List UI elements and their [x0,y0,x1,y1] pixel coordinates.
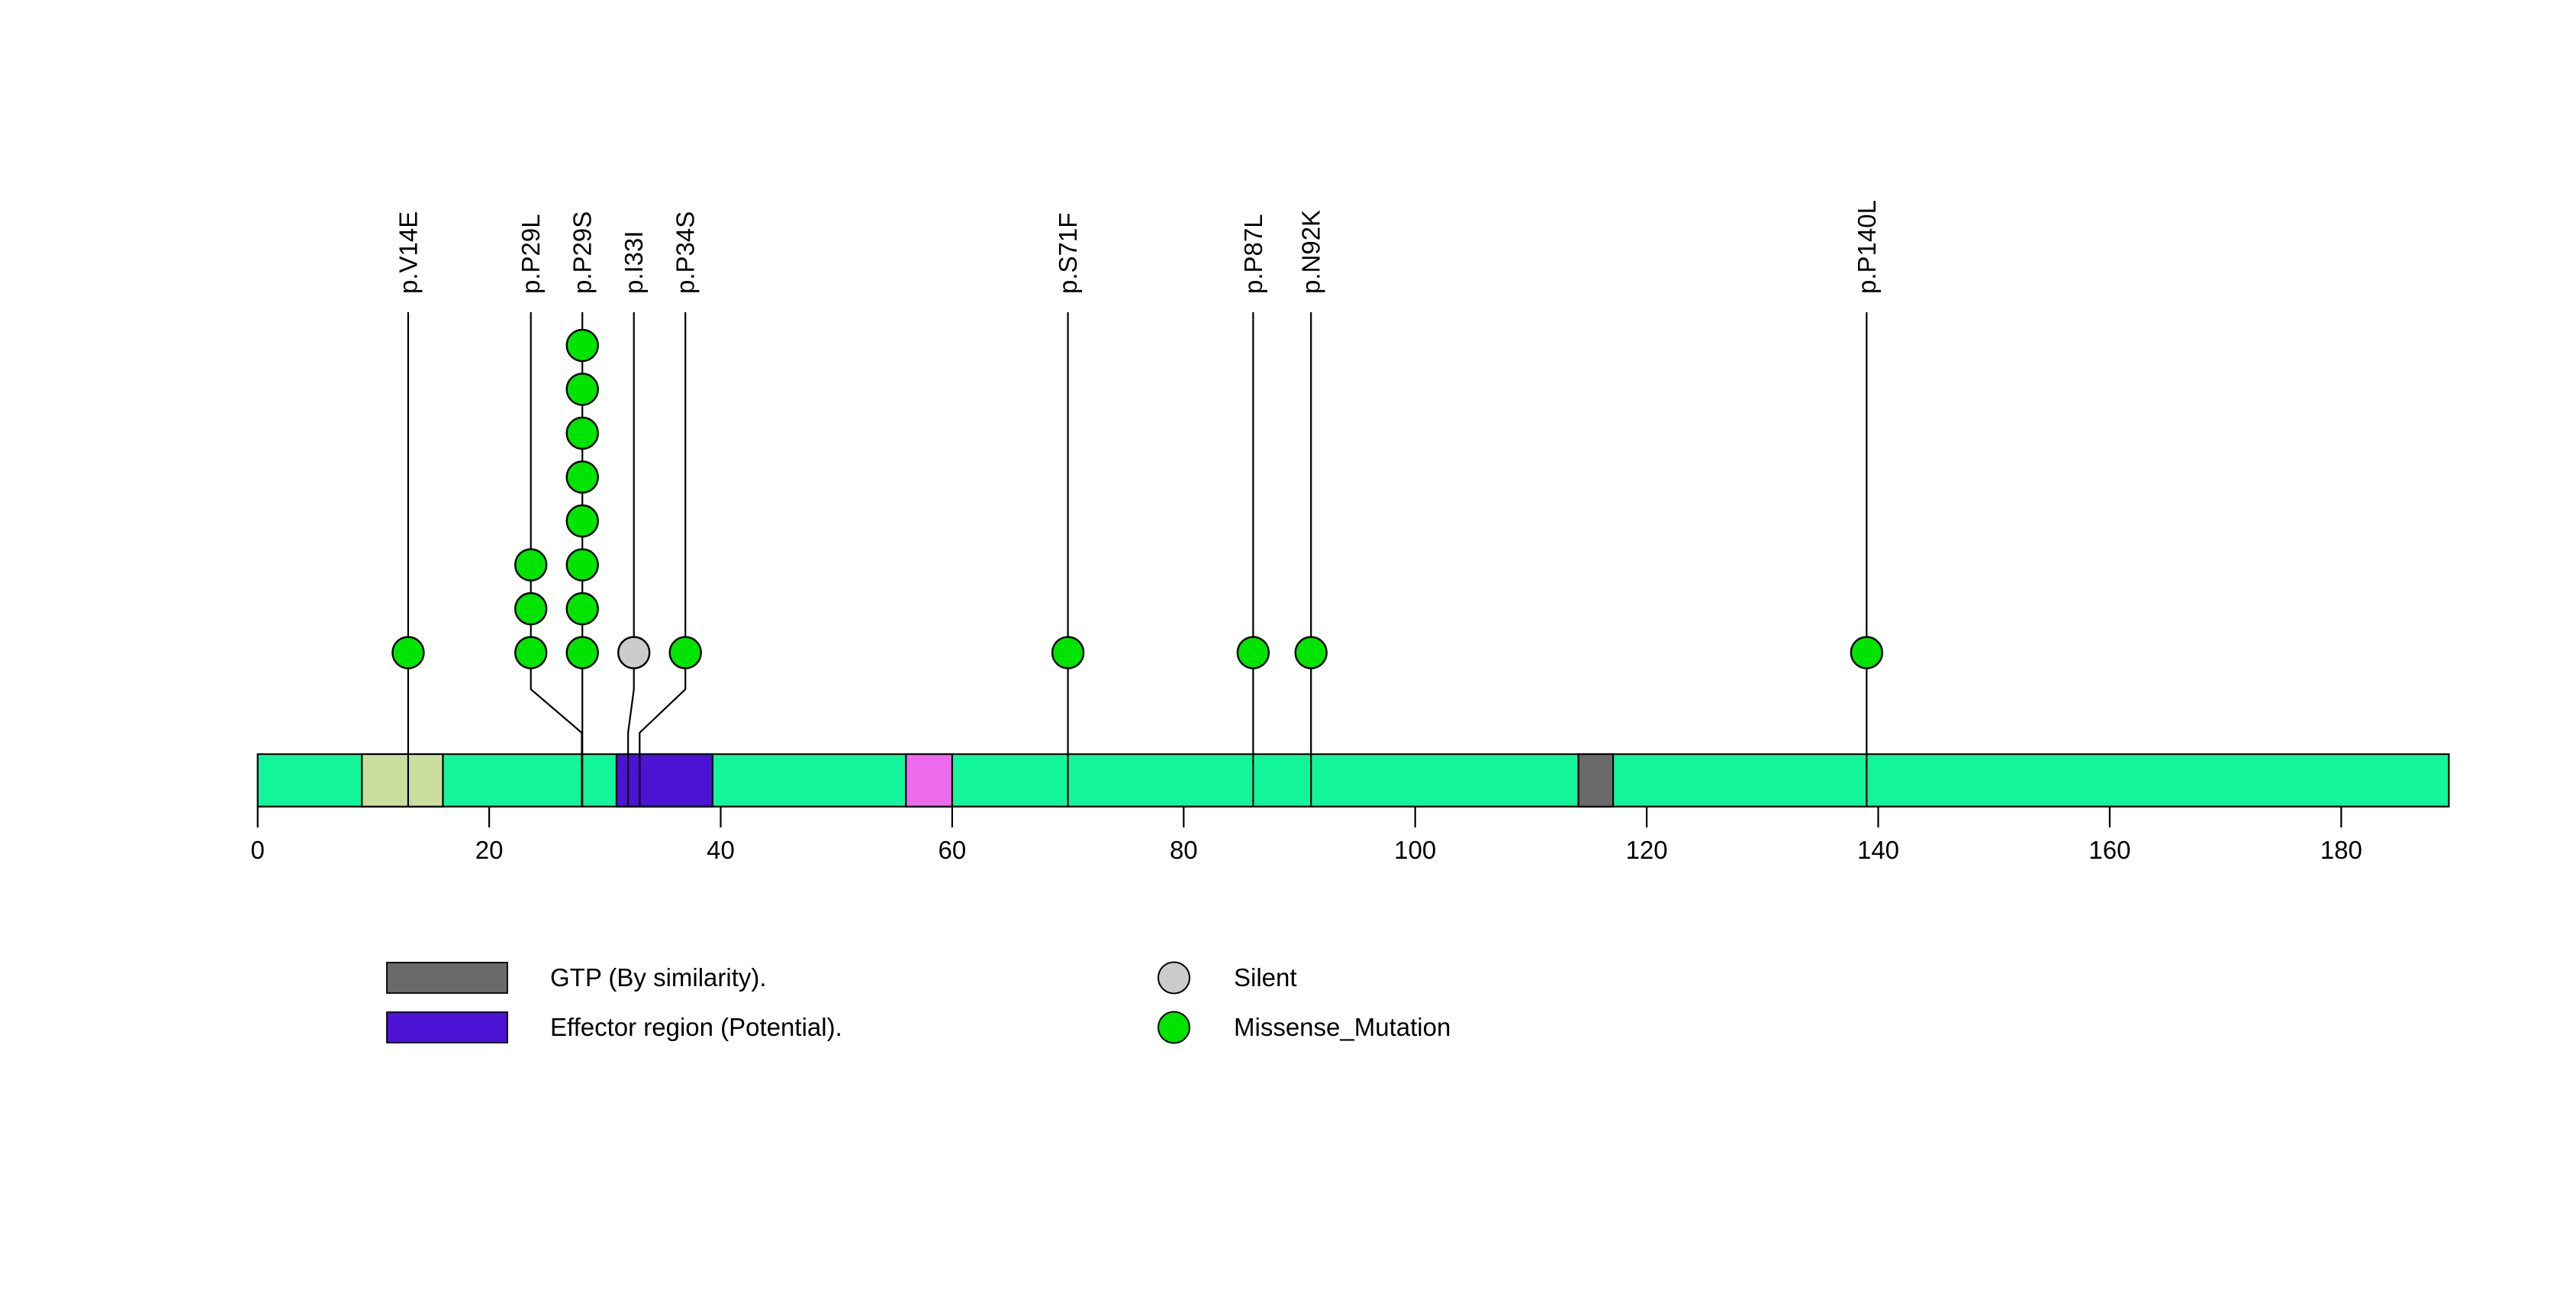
axis-tick-label: 140 [1857,836,1899,864]
axis-tick-label: 20 [475,836,504,864]
mutation-circle-missense_mutation [565,328,599,363]
mutation-stem [639,312,687,807]
legend-label-missense-mutation: Missense_Mutation [1234,1013,1451,1041]
mutation-circle-missense_mutation [391,636,425,669]
mutation-label: p.P87L [1239,214,1267,294]
mutation-stem [627,312,635,807]
protein-domain [905,753,953,808]
legend-swatch-gtp [386,962,508,994]
mutation-circle-silent [617,636,651,669]
mutation-label: p.P29L [517,214,545,294]
protein-bar-layer [256,753,2450,808]
legend-symbol-silent [1158,961,1190,995]
mutation-circle-missense_mutation [565,592,599,626]
mutation-label: p.S71F [1054,213,1082,294]
axis-tick-label: 80 [1170,836,1198,864]
mutation-circle-missense_mutation [514,592,548,626]
legend-swatch-effector-region [386,1011,508,1043]
axis-tick-label: 180 [2320,836,2362,864]
mutation-circle-missense_mutation [668,636,702,669]
mutation-label: p.V14E [394,211,422,294]
legend-label-silent: Silent [1234,963,1297,992]
axis-tick-label: 40 [707,836,735,864]
legend-label-gtp: GTP (By similarity). [550,963,767,992]
mutation-circle-missense_mutation [565,636,599,669]
mutation-label: p.P29S [568,211,597,294]
mutation-circle-missense_mutation [514,636,548,669]
axis-tick-label: 0 [251,836,265,864]
protein-bar [256,753,2450,808]
mutation-label: p.P140L [1853,200,1881,294]
mutation-label: p.I33I [620,231,648,294]
protein-domain [1577,753,1615,808]
mutation-circle-missense_mutation [565,460,599,494]
mutation-circle-missense_mutation [1236,636,1270,669]
mutation-circle-missense_mutation [565,372,599,406]
legend-symbol-missense-mutation [1158,1011,1190,1044]
legend: GTP (By similarity). Effector region (Po… [386,961,1451,1044]
mutation-label: p.P34S [671,211,700,294]
mutation-labels: p.V14E p.P29L p.P29S p.I33I p.P34S p.S71F p.P8… [394,200,1880,294]
legend-label-effector-region: Effector region (Potential). [550,1013,842,1041]
mutation-label: p.N92K [1297,210,1325,294]
axis-tick-label: 120 [1626,836,1668,864]
axis-tick-label: 100 [1394,836,1436,864]
mutation-circle-missense_mutation [514,548,548,582]
mutation-circle-missense_mutation [1051,636,1085,669]
mutation-circle-missense_mutation [565,548,599,582]
x-axis: 0 20 40 60 80 100 120 140 160 180 [251,806,2362,864]
mutation-circle-missense_mutation [1850,636,1884,669]
lollipop-circles [391,328,1884,669]
axis-tick-label: 60 [939,836,967,864]
mutation-circle-missense_mutation [1294,636,1328,669]
stem-layer [407,312,1868,807]
axis-tick-label: 160 [2088,836,2130,864]
protein-domain [361,753,444,808]
mutation-circle-missense_mutation [565,504,599,538]
mutation-circle-missense_mutation [565,416,599,450]
protein-domain [615,753,713,808]
